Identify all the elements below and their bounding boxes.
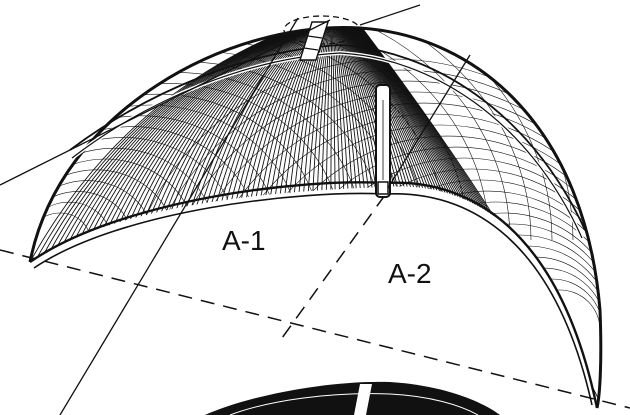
mesh-arc [30, 137, 238, 241]
dome-band-outer [69, 44, 586, 231]
mesh-arc [139, 69, 601, 331]
support-strap [375, 84, 391, 198]
mesh-rib [133, 27, 312, 248]
mesh-rib [128, 27, 311, 248]
mesh-arc [30, 191, 133, 241]
mesh-arc [500, 278, 601, 331]
lower-dome-partial [205, 381, 500, 415]
mesh-rib [138, 27, 312, 247]
mesh-rib [195, 27, 318, 244]
leader-lines [0, 4, 471, 415]
mesh-arc [30, 169, 175, 241]
mesh-arc [30, 115, 280, 241]
area-label-a2: A-2 [388, 258, 432, 289]
mesh-rib [117, 27, 310, 249]
mesh-arc [215, 113, 601, 331]
mesh-rib [159, 27, 314, 245]
mesh-arc [30, 180, 154, 241]
mesh-arc [30, 27, 553, 241]
mesh-arc [120, 58, 601, 331]
mesh-rib [330, 27, 333, 262]
mesh-rib [153, 27, 314, 246]
mesh-arc [30, 158, 196, 241]
mesh-arc [30, 27, 490, 241]
top-joint-detail [283, 15, 361, 61]
mesh-arc [329, 179, 601, 331]
mesh-arc [481, 267, 601, 331]
dome-outer-edge [28, 26, 603, 409]
mesh-arc [30, 27, 532, 241]
mesh-arc [30, 83, 343, 241]
mesh-rib [190, 27, 318, 244]
mesh-rib [112, 27, 309, 250]
mesh-arc [30, 126, 259, 241]
dashed-reference-lines [0, 194, 630, 409]
mesh-arc [30, 27, 511, 241]
area-label-a1: A-1 [222, 225, 266, 256]
mesh-rib [148, 27, 313, 246]
mesh-arc [30, 104, 301, 241]
mesh-arc [30, 93, 322, 241]
